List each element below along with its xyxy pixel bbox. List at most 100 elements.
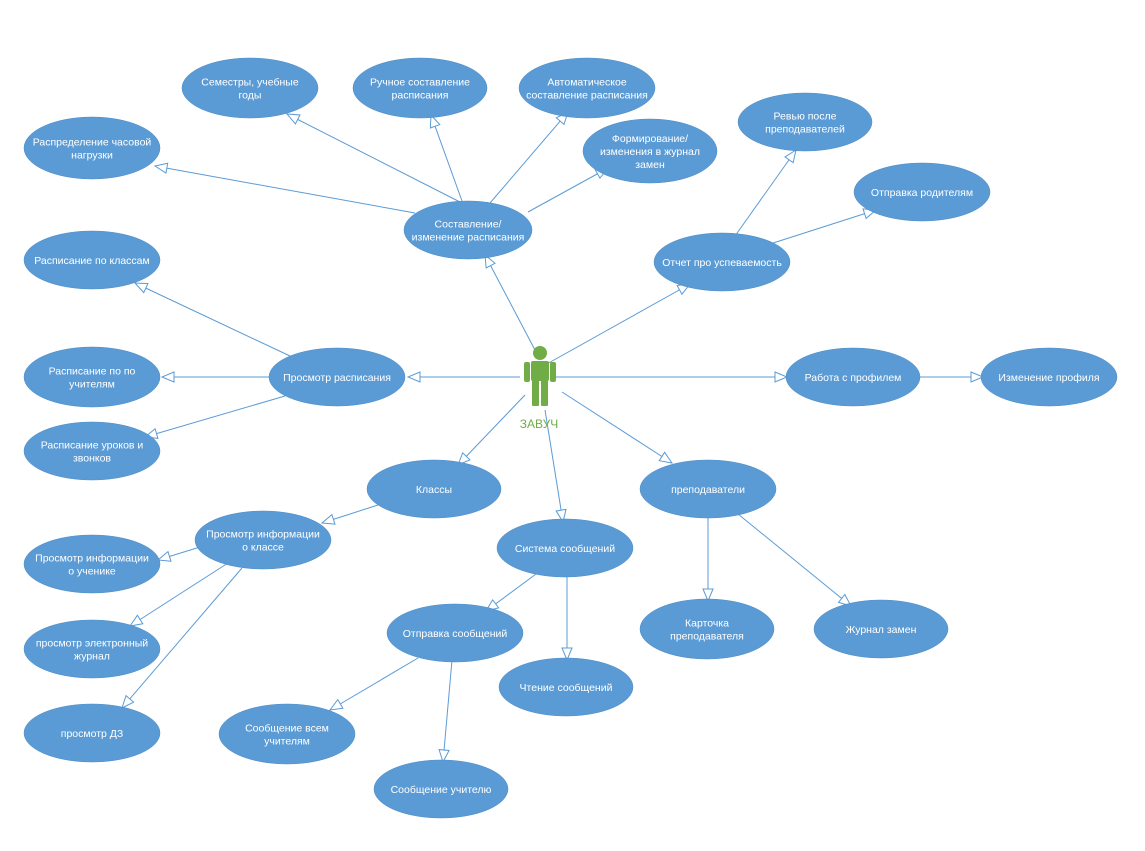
usecase-label: Ревью после xyxy=(774,111,837,123)
edges-layer xyxy=(122,112,983,762)
usecase-label: Автоматическое xyxy=(547,77,626,89)
usecase-send-messages[interactable]: Отправка сообщений xyxy=(386,603,524,663)
usecase-ellipse xyxy=(194,510,332,570)
usecase-schedule-edit[interactable]: Составление/изменение расписания xyxy=(403,200,533,260)
usecase-ellipse xyxy=(23,534,161,594)
usecase-schedule-by-class[interactable]: Расписание по классам xyxy=(23,230,161,290)
association-arrow xyxy=(145,395,286,437)
actor-zavuch[interactable]: ЗАВУЧ xyxy=(520,346,558,431)
association-arrow xyxy=(135,283,291,357)
usecase-classes[interactable]: Классы xyxy=(366,459,502,519)
usecase-ellipse xyxy=(366,459,502,519)
usecase-ellipse xyxy=(737,92,873,152)
usecase-ellipse xyxy=(23,346,161,408)
association-arrow xyxy=(544,409,563,522)
usecase-label: журнал xyxy=(74,651,110,663)
usecase-teachers[interactable]: преподаватели xyxy=(639,459,777,519)
association-arrow xyxy=(330,657,419,710)
usecase-ellipse xyxy=(373,759,509,819)
usecase-ellipse xyxy=(23,421,161,481)
usecase-ellipse xyxy=(23,230,161,290)
usecase-messages[interactable]: Система сообщений xyxy=(496,518,634,578)
usecase-label: расписания xyxy=(392,90,449,102)
usecase-label: Формирование/ xyxy=(612,133,688,145)
actor-label: ЗАВУЧ xyxy=(520,417,558,431)
usecase-ellipse xyxy=(386,603,524,663)
usecase-label: Карточка xyxy=(685,618,729,630)
usecase-ellipse xyxy=(980,347,1118,407)
usecase-ellipse xyxy=(785,347,921,407)
usecase-read-messages[interactable]: Чтение сообщений xyxy=(498,657,634,717)
usecase-ellipse xyxy=(498,657,634,717)
usecase-label: Чтение сообщений xyxy=(520,682,613,694)
usecase-label: Расписание по по xyxy=(49,366,136,378)
usecase-label: Просмотр информации xyxy=(206,529,320,541)
usecase-ellipse xyxy=(582,118,718,184)
usecase-ellipse xyxy=(853,162,991,222)
usecase-substitutions-journal[interactable]: Журнал замен xyxy=(813,599,949,659)
usecase-label: преподавателя xyxy=(670,631,744,643)
association-arrow xyxy=(431,115,463,202)
usecase-ellipse xyxy=(181,57,319,119)
usecase-label: Сообщение всем xyxy=(245,723,329,735)
usecase-ellipse xyxy=(23,116,161,180)
association-arrow xyxy=(458,394,526,465)
usecase-ellipse xyxy=(639,598,775,660)
usecase-ellipse xyxy=(403,200,533,260)
usecase-ellipse xyxy=(653,232,791,292)
usecase-ellipse xyxy=(496,518,634,578)
usecase-label: Классы xyxy=(416,484,452,496)
association-arrow xyxy=(155,166,416,214)
association-arrow xyxy=(527,168,608,213)
usecase-profile-work[interactable]: Работа с профилем xyxy=(785,347,921,407)
association-arrow xyxy=(489,112,568,204)
association-arrow xyxy=(561,391,672,463)
usecase-label: учителям xyxy=(69,379,115,391)
association-arrow xyxy=(287,114,461,203)
usecase-performance-report[interactable]: Отчет про успеваемость xyxy=(653,232,791,292)
usecase-label: Семестры, учебные xyxy=(201,77,299,89)
usecase-ellipse xyxy=(518,57,656,119)
usecase-send-parents[interactable]: Отправка родителям xyxy=(853,162,991,222)
usecase-label: Составление/ xyxy=(435,219,502,231)
usecase-ellipse xyxy=(813,599,949,659)
usecase-msg-teacher[interactable]: Сообщение учителю xyxy=(373,759,509,819)
usecase-ellipse xyxy=(23,703,161,763)
usecase-label: Просмотр информации xyxy=(35,553,149,565)
association-arrow xyxy=(486,573,537,611)
usecase-label: Изменение профиля xyxy=(998,372,1099,384)
usecase-label: звонков xyxy=(73,453,111,465)
usecase-ellipse xyxy=(23,619,161,679)
usecase-label: Расписание уроков и xyxy=(41,440,144,452)
usecase-label: замен xyxy=(635,159,665,171)
usecase-label: Просмотр расписания xyxy=(283,372,391,384)
usecase-label: просмотр ДЗ xyxy=(61,728,123,740)
usecase-label: учителям xyxy=(264,736,310,748)
usecase-label: Расписание по классам xyxy=(34,255,150,267)
usecase-label: Отправка родителям xyxy=(871,187,973,199)
usecase-profile-edit[interactable]: Изменение профиля xyxy=(980,347,1118,407)
usecase-label: составление расписания xyxy=(526,90,648,102)
stick-figure-icon xyxy=(524,346,556,406)
usecase-label: Отчет про успеваемость xyxy=(662,257,782,269)
usecase-label: преподаватели xyxy=(671,484,745,496)
usecase-schedule-view[interactable]: Просмотр расписания xyxy=(268,347,406,407)
usecase-homework[interactable]: просмотр ДЗ xyxy=(23,703,161,763)
usecase-ellipse xyxy=(268,347,406,407)
usecase-label: нагрузки xyxy=(71,150,113,162)
association-arrow xyxy=(737,513,851,606)
